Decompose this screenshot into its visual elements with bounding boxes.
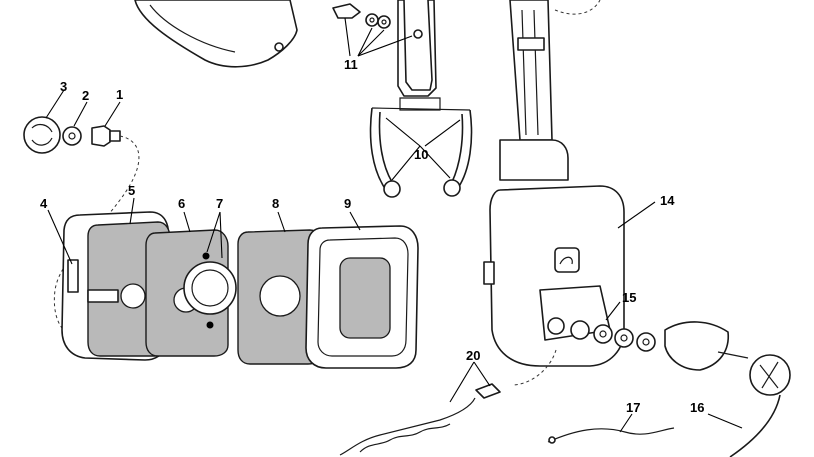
- callout-4: 4: [40, 196, 48, 211]
- part-11-hardware: [332, 3, 391, 29]
- part-10-yoke: [369, 97, 473, 198]
- callout-15: 15: [622, 290, 636, 305]
- part-14-earcup: [483, 139, 625, 386]
- callout-2: 2: [82, 88, 89, 103]
- callout-9: 9: [344, 196, 351, 211]
- callout-8: 8: [272, 196, 279, 211]
- callout-10: 10: [414, 147, 428, 162]
- leader-lines: [45, 17, 743, 433]
- callout-11: 11: [344, 57, 358, 72]
- headband-cover: [134, 0, 298, 68]
- callout-17: 17: [626, 400, 640, 415]
- part-9-ear-cushion: [305, 225, 419, 369]
- part-15-mic-hardware: [539, 285, 656, 352]
- callout-labels: 3 2 1 4 5 6 7 8 9 10 11 14 15 16 17 20: [40, 57, 704, 415]
- callout-7: 7: [216, 196, 223, 211]
- callout-3: 3: [60, 79, 67, 94]
- headband-structure: [397, 0, 601, 141]
- part-7-speaker: [183, 252, 237, 329]
- callout-20: 20: [466, 348, 480, 363]
- callout-6: 6: [178, 196, 185, 211]
- part-17-wire: [547, 427, 675, 444]
- part-20-coil-cord: [339, 383, 501, 456]
- callout-5: 5: [128, 183, 135, 198]
- part-8-pad: [237, 229, 323, 365]
- logo-icon: [559, 256, 573, 265]
- callout-1: 1: [116, 87, 123, 102]
- callout-14: 14: [660, 193, 675, 208]
- callout-16: 16: [690, 400, 704, 415]
- part-16-microphone: [664, 321, 791, 457]
